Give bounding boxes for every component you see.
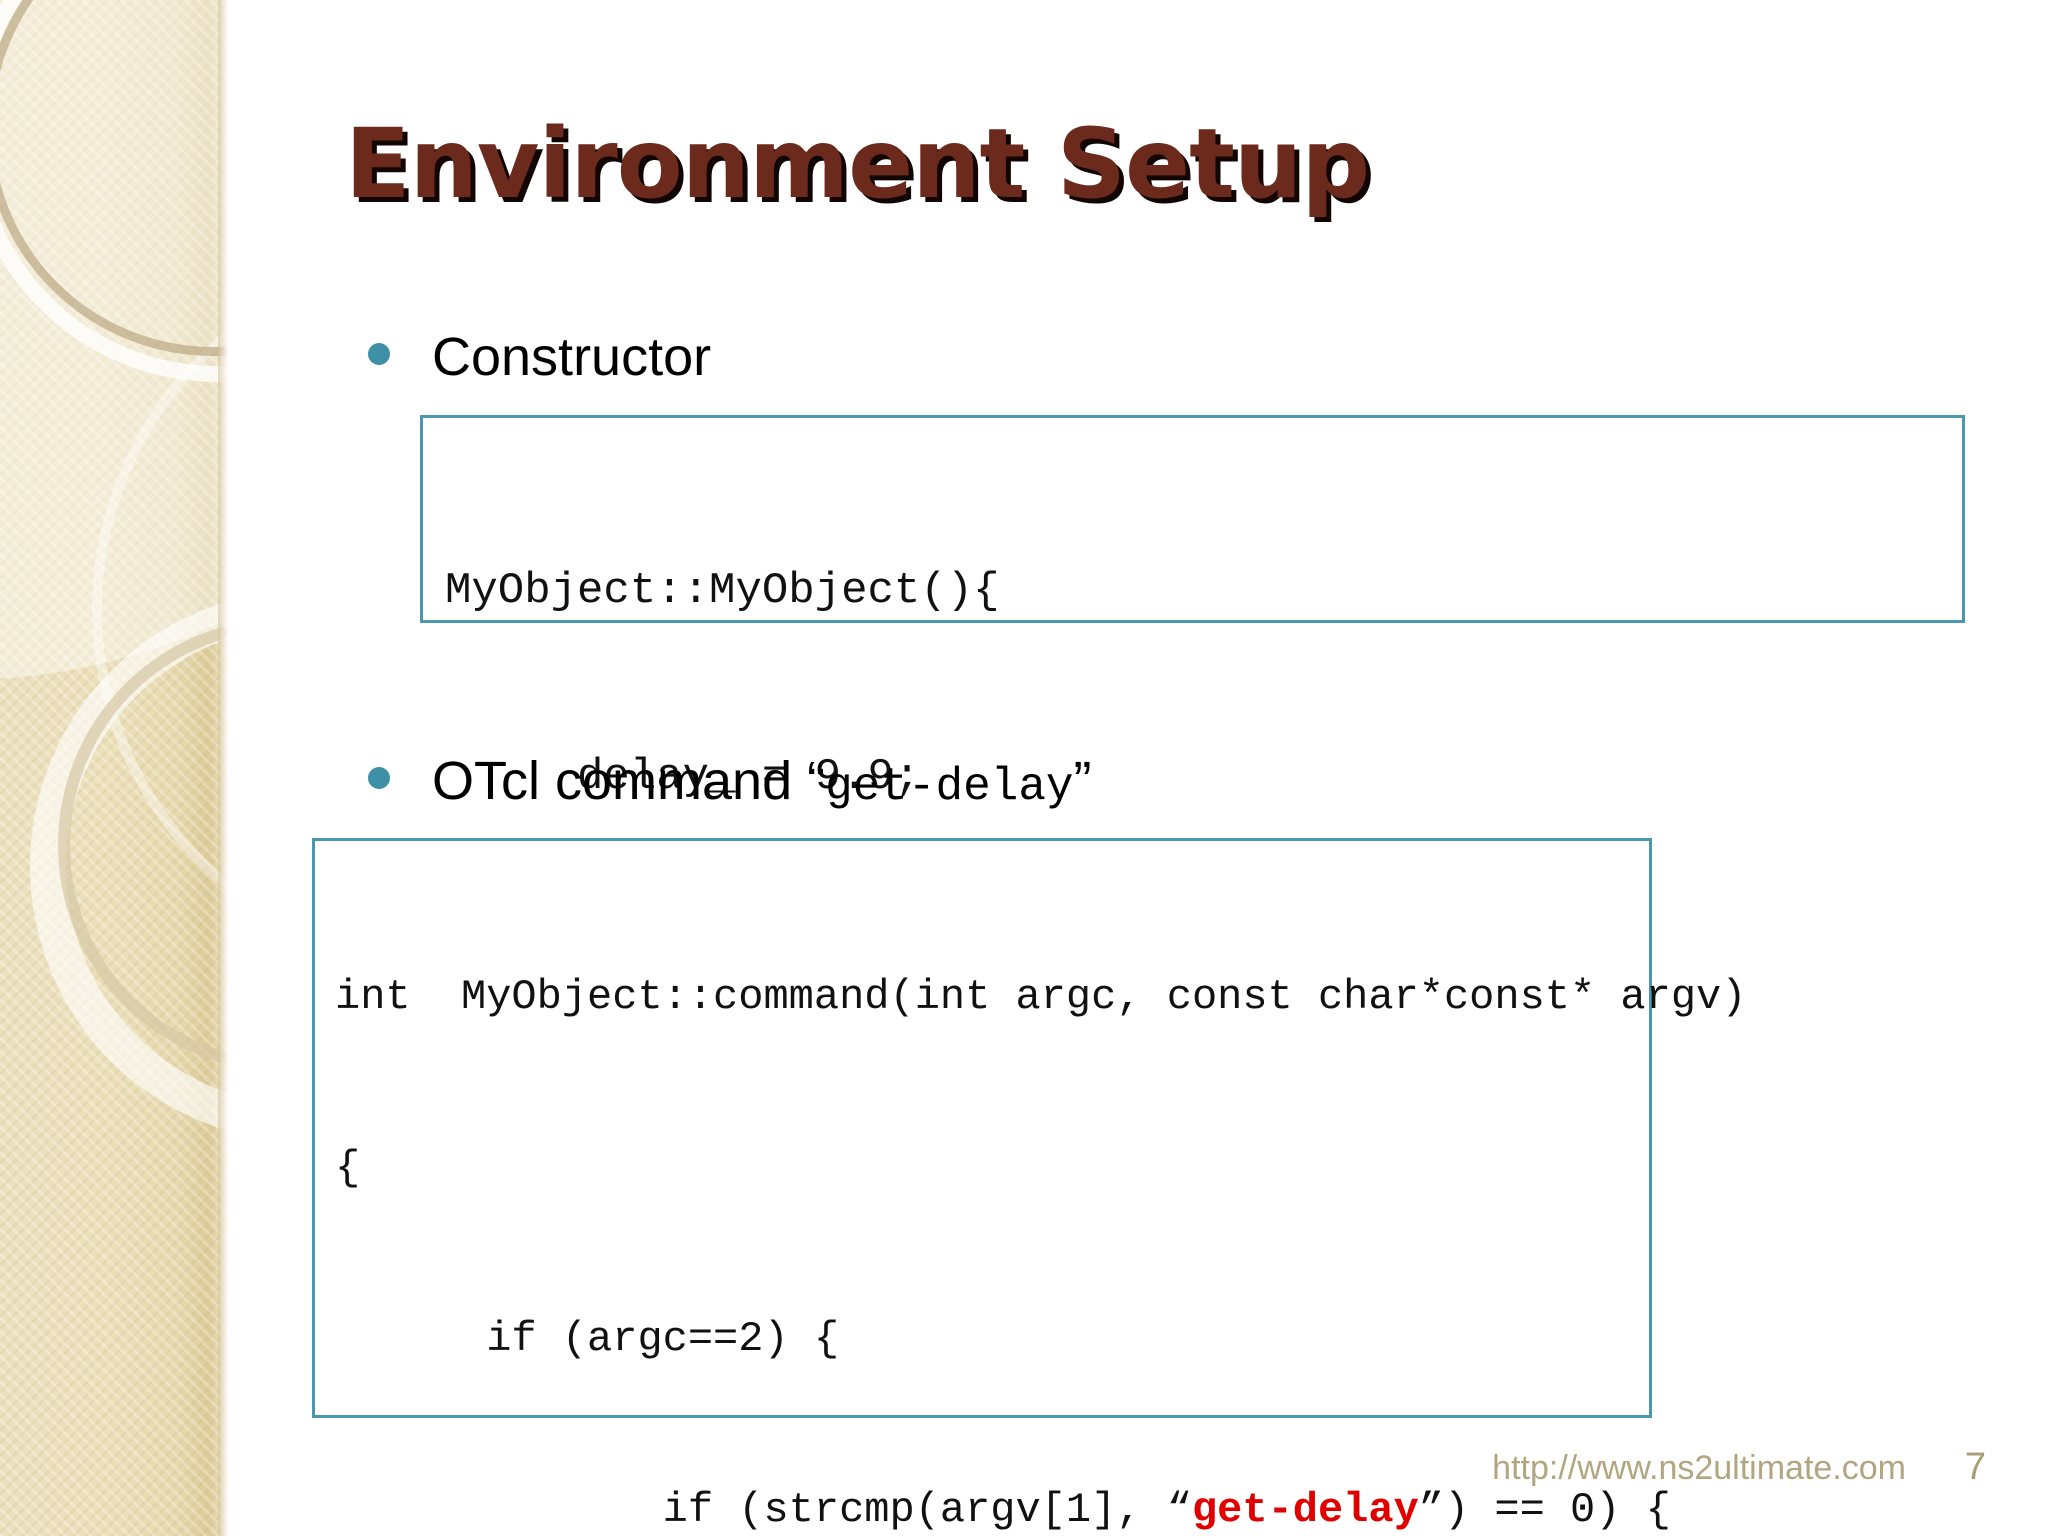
- bullet-close-quote: ”: [1073, 751, 1092, 811]
- bullet-open-quote: “: [807, 751, 826, 811]
- sidebar-edge-highlight: [218, 0, 228, 1536]
- bullet-item-otcl-command: OTcl command “get-delay”: [368, 754, 1092, 810]
- decorative-sidebar-band: [0, 0, 228, 1536]
- bullet-dot-icon: [368, 343, 390, 365]
- footer-page-number: 7: [1964, 1446, 1986, 1488]
- code-segment-prefix: if (strcmp(argv[1], “: [335, 1486, 1192, 1534]
- code-line: if (argc==2) {: [335, 1315, 840, 1363]
- code-highlight-get-delay: get-delay: [1191, 1486, 1419, 1534]
- slide-title: Environment Setup: [345, 108, 1370, 220]
- code-line: delay_ = 9.9;: [445, 752, 921, 802]
- code-line: MyObject::MyObject(){: [445, 566, 1000, 616]
- code-line: int MyObject::command(int argc, const ch…: [335, 973, 1747, 1021]
- code-segment-suffix: ”) == 0) {: [1418, 1486, 1671, 1534]
- code-line: {: [335, 1144, 361, 1192]
- code-line-strcmp: if (strcmp(argv[1], “get-delay”) == 0) {: [335, 1482, 1671, 1536]
- footer-url[interactable]: http://www.ns2ultimate.com: [1492, 1449, 1906, 1487]
- bullet-item-constructor: Constructor: [368, 330, 711, 384]
- bullet-label-constructor: Constructor: [432, 327, 712, 387]
- bullet-label-text: OTcl command: [432, 751, 808, 811]
- code-block-constructor: MyObject::MyObject(){ delay_ = 9.9; };: [420, 415, 1965, 988]
- code-block-command: int MyObject::command(int argc, const ch…: [312, 838, 1747, 1534]
- bullet-label-otcl-command: OTcl command “get-delay”: [432, 754, 1092, 810]
- bullet-dot-icon: [368, 767, 390, 789]
- bullet-quoted-command: get-delay: [825, 761, 1074, 813]
